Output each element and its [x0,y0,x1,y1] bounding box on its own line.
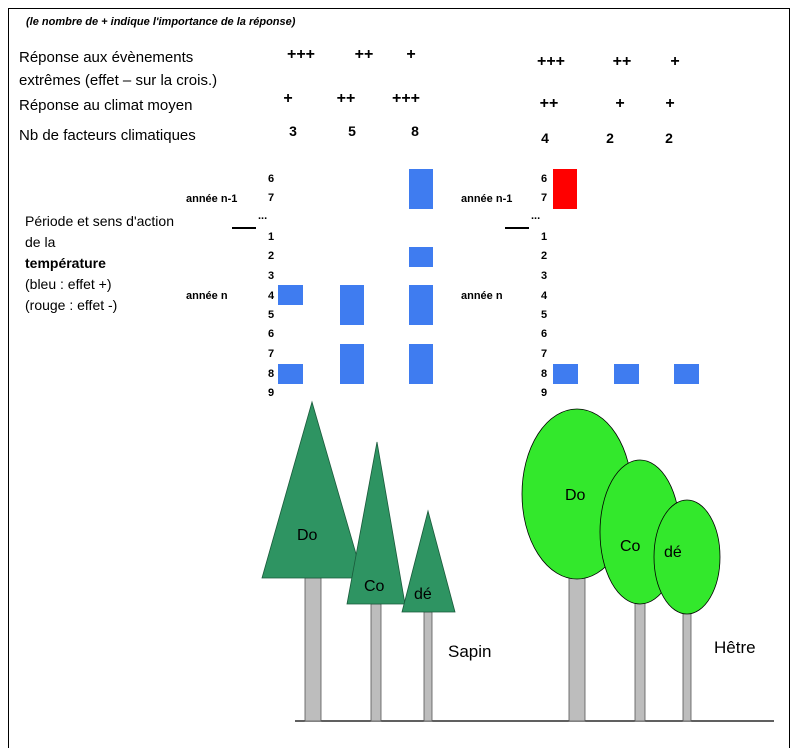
sapin-divider [232,227,256,229]
sapin-extremes-de: + [406,46,416,63]
sapin-extremes-co: ++ [354,46,374,63]
hetre-climat-do: ++ [539,95,559,112]
hetre-co-trunk [634,589,646,722]
hetre-co-label: Co [620,538,641,555]
sapin-month-7: 7 [268,348,275,360]
hetre-month-4: 4 [541,290,548,302]
hetre-co-bar-8 [614,364,639,384]
sapin-de-crown [401,509,456,613]
hetre-facteurs-de: 2 [665,130,673,146]
sapin-ellipsis: ... [258,210,268,222]
sapin-month-prev-7: 7 [268,192,275,204]
hetre-do-bar-8 [553,364,578,384]
sapin-co-label: Co [364,578,385,595]
hetre-year-prev: année n-1 [461,193,513,205]
diagram-frame [8,8,790,748]
hetre-month-6: 6 [541,328,548,340]
hetre-extremes-do: +++ [536,53,566,70]
period-label-blue: (bleu : effet +) [25,276,112,292]
period-label-line1: Période et sens d'action de la [25,213,174,250]
sapin-co-crown [346,441,406,605]
sapin-climat-co: ++ [336,90,356,107]
hetre-extremes-de: + [670,53,680,70]
sapin-extremes-do: +++ [286,46,316,63]
sapin-de-trunk [423,611,433,722]
hetre-year-curr: année n [461,290,503,302]
hetre-month-2: 2 [541,250,548,262]
sapin-de-bar-4-5 [409,285,433,325]
hetre-do-bar-prev-6-7 [553,169,577,209]
sapin-month-5: 5 [268,309,275,321]
hetre-month-1: 1 [541,231,548,243]
hetre-de-trunk [682,599,692,722]
sapin-do-label: Do [297,527,318,544]
sapin-climat-de: +++ [391,90,421,107]
sapin-co-bar-4-5 [340,285,364,325]
sapin-co-bar-7-8 [340,344,364,384]
hetre-de-bar-8 [674,364,699,384]
hetre-divider [505,227,529,229]
sapin-month-4: 4 [268,290,275,302]
hetre-ellipsis: ... [531,210,541,222]
sapin-month-3: 3 [268,270,275,282]
sapin-do-bar-4 [278,285,303,305]
hetre-month-8: 8 [541,368,548,380]
hetre-month-3: 3 [541,270,548,282]
sapin-climat-do: + [283,90,293,107]
sapin-do-bar-8 [278,364,303,384]
hetre-de-crown [653,499,721,615]
legend-note: (le nombre de + indique l'importance de … [26,16,296,28]
sapin-month-prev-6: 6 [268,173,275,185]
hetre-de-label: dé [664,544,682,561]
sapin-de-bar-7-8 [409,344,433,384]
hetre-climat-de: + [665,95,675,112]
sapin-facteurs-co: 5 [348,123,356,139]
hetre-do-label: Do [565,487,586,504]
sapin-year-curr: année n [186,290,228,302]
hetre-month-9: 9 [541,387,548,399]
sapin-facteurs-do: 3 [289,123,297,139]
hetre-facteurs-do: 4 [541,130,549,146]
species-hetre: Hêtre [714,638,756,657]
sapin-month-6: 6 [268,328,275,340]
row-label-climat: Réponse au climat moyen [19,97,193,114]
sapin-do-crown [261,400,364,579]
period-label-red: (rouge : effet -) [25,297,118,313]
sapin-de-bar-prev-6-7 [409,169,433,209]
sapin-de-label: dé [414,586,432,603]
row-label-extremes: Réponse aux évènements extrêmes (effet –… [19,49,218,89]
hetre-month-prev-7: 7 [541,192,548,204]
period-label-bold: température [25,255,106,271]
sapin-do-trunk [304,577,322,722]
sapin-month-9: 9 [268,387,275,399]
sapin-month-8: 8 [268,368,275,380]
sapin-co-trunk [370,603,382,722]
hetre-facteurs-co: 2 [606,130,614,146]
hetre-month-5: 5 [541,309,548,321]
sapin-year-prev: année n-1 [186,193,238,205]
hetre-month-7: 7 [541,348,548,360]
period-label: Période et sens d'action de la températu… [25,211,175,316]
sapin-month-1: 1 [268,231,275,243]
hetre-do-trunk [568,559,586,722]
row-label-facteurs: Nb de facteurs climatiques [19,127,196,144]
hetre-climat-co: + [615,95,625,112]
sapin-facteurs-de: 8 [411,123,419,139]
sapin-de-bar-2 [409,247,433,267]
hetre-month-prev-6: 6 [541,173,548,185]
hetre-extremes-co: ++ [612,53,632,70]
sapin-month-2: 2 [268,250,275,262]
species-sapin: Sapin [448,642,492,661]
